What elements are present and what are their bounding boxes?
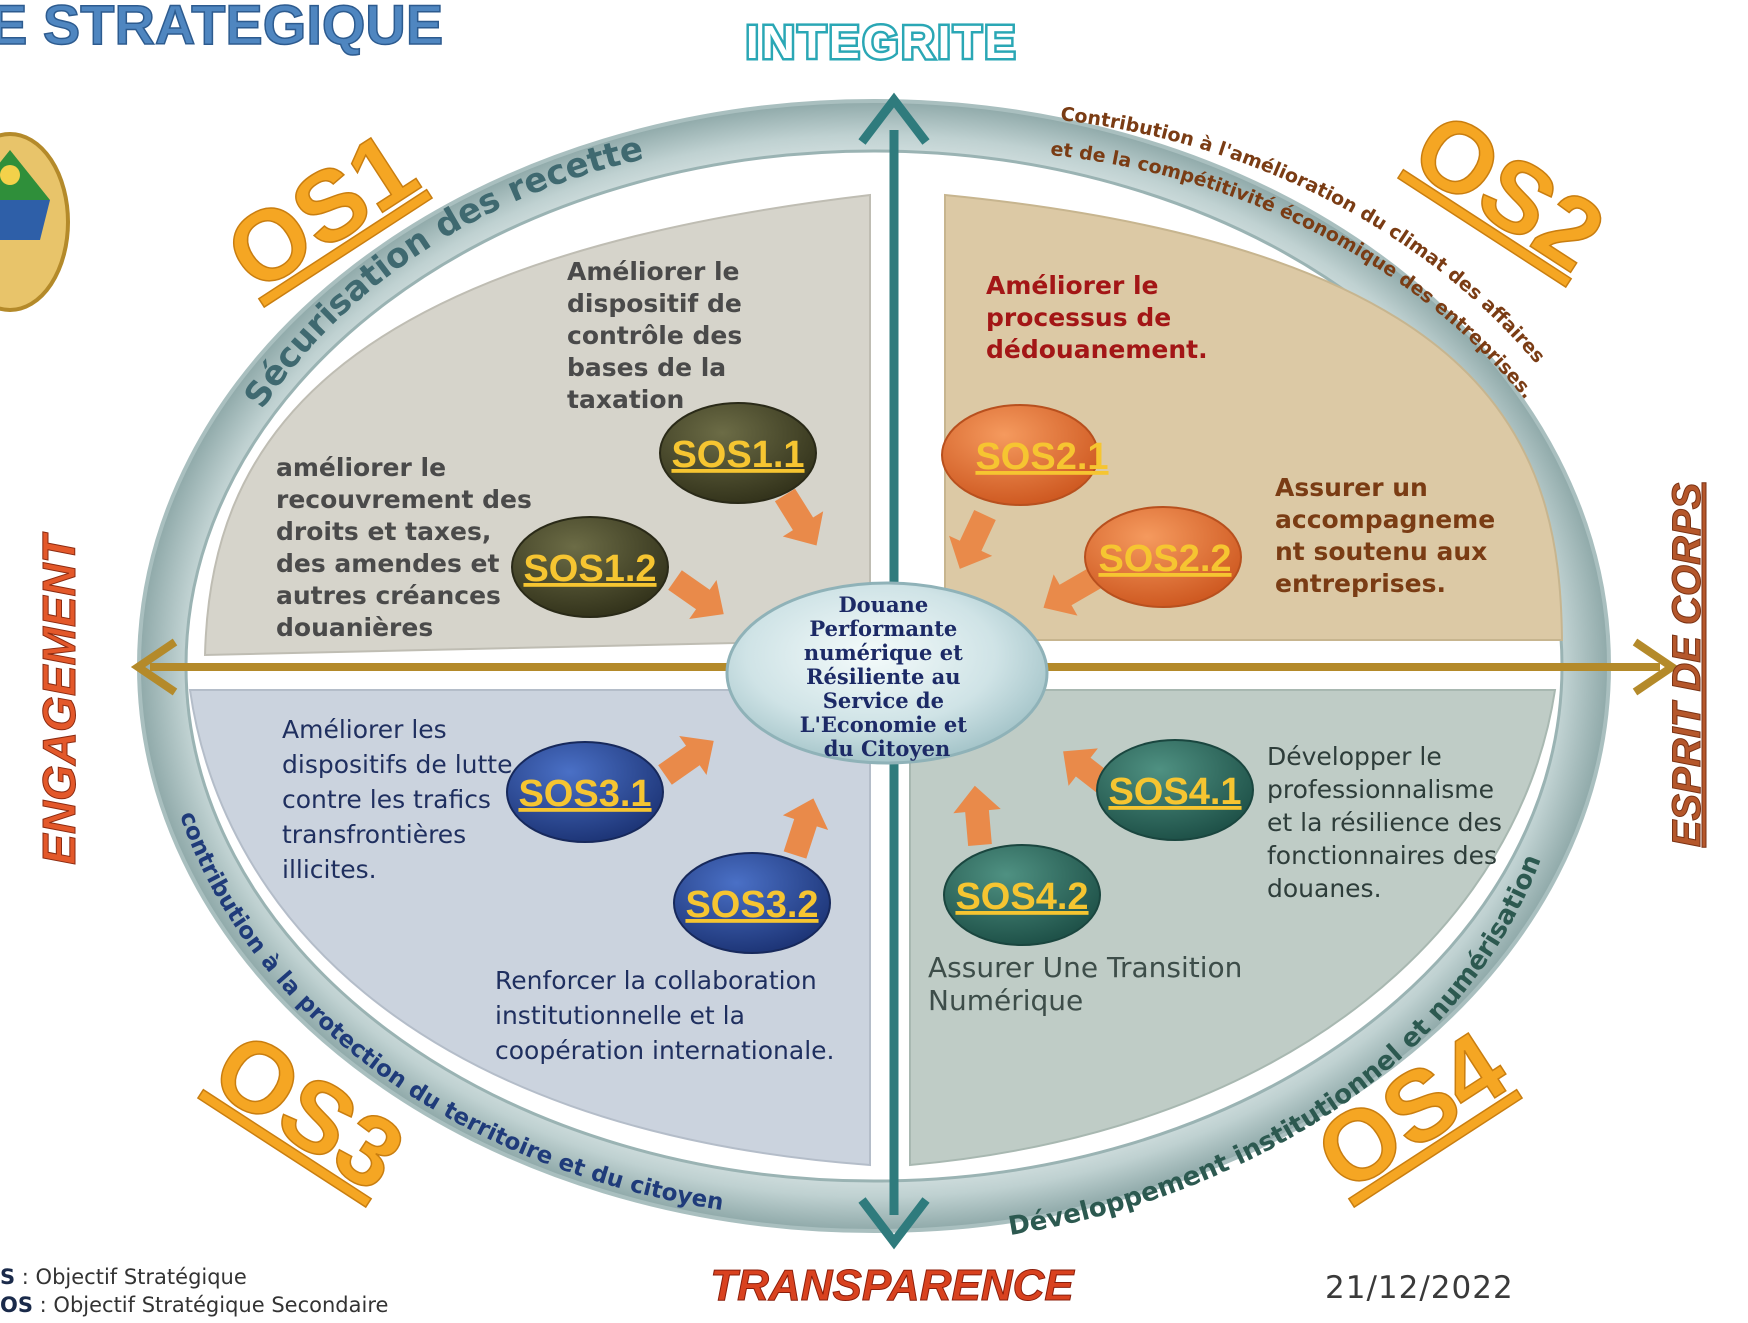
sos-3-2[interactable]: SOS3.2 [673, 852, 831, 954]
arrow-sos21 [949, 509, 996, 569]
sos-4-1-oval [1096, 739, 1254, 841]
arrow-sos11 [774, 488, 824, 546]
value-bottom: TRANSPARENCE [710, 1261, 1075, 1310]
arrow-sos22 [1043, 567, 1101, 616]
legend-sos: OS : Objectif Stratégique Secondaire [0, 1293, 389, 1317]
emblem-icon [0, 132, 70, 312]
sos-2-2-label: SOS2.2 [1098, 538, 1231, 580]
quadrant-os3 [188, 689, 871, 1167]
sos-2-2-oval [1084, 506, 1242, 608]
value-top: INTEGRITE [746, 16, 1018, 68]
value-right: ESPRIT DE CORPS [1665, 482, 1709, 847]
arrowhead-down [858, 1197, 930, 1250]
emblem-shield [0, 150, 50, 200]
sos-2-1-oval [941, 404, 1099, 506]
sos-3-2-label: SOS3.2 [685, 884, 818, 926]
sos-1-2-oval [511, 516, 669, 618]
center-text: Douane Performante numérique et Résilien… [800, 592, 975, 761]
arrowhead-up [858, 92, 930, 145]
sos-3-2-oval [673, 852, 831, 954]
quadrant-os1 [203, 193, 871, 657]
quadrant-os4 [909, 689, 1557, 1167]
emblem-star [0, 165, 20, 185]
sos-1-1-oval [659, 402, 817, 504]
arrow-sos32 [782, 798, 829, 859]
center-ellipse [725, 581, 1049, 765]
sos-4-2[interactable]: SOS4.2 [943, 844, 1101, 946]
sos-1-1-label: SOS1.1 [671, 434, 804, 476]
sos-3-1-oval [506, 741, 664, 843]
sos-4-2-label: SOS4.2 [955, 876, 1088, 918]
arrowhead-left [130, 638, 178, 696]
legend-os: S : Objectif Stratégique [0, 1265, 247, 1289]
sos-4-1[interactable]: SOS4.1 [1096, 739, 1254, 841]
sos-1-2-label: SOS1.2 [523, 548, 656, 590]
arrow-sos31 [658, 736, 714, 785]
value-left: ENGAGEMENT [33, 531, 85, 865]
arrowhead-right [1632, 638, 1680, 696]
emblem-water [0, 200, 50, 240]
sos-2-1[interactable]: SOS2.1 [941, 404, 1109, 506]
sos-4-2-oval [943, 844, 1101, 946]
sos-1-2[interactable]: SOS1.2 [511, 516, 669, 618]
sos-3-1[interactable]: SOS3.1 [506, 741, 664, 843]
arrow-sos42 [953, 785, 1001, 847]
page-title: E STRATEGIQUE [0, 0, 443, 56]
date-label: 21/12/2022 [1325, 1270, 1514, 1306]
sos-4-1-label: SOS4.1 [1108, 771, 1241, 813]
connector-arrows [658, 488, 1118, 859]
sos-2-2[interactable]: SOS2.2 [1084, 506, 1242, 608]
sos-1-1[interactable]: SOS1.1 [659, 402, 817, 504]
sos-3-1-label: SOS3.1 [518, 773, 651, 815]
sos-2-1-label: SOS2.1 [975, 436, 1108, 478]
arrow-sos12 [668, 570, 724, 619]
